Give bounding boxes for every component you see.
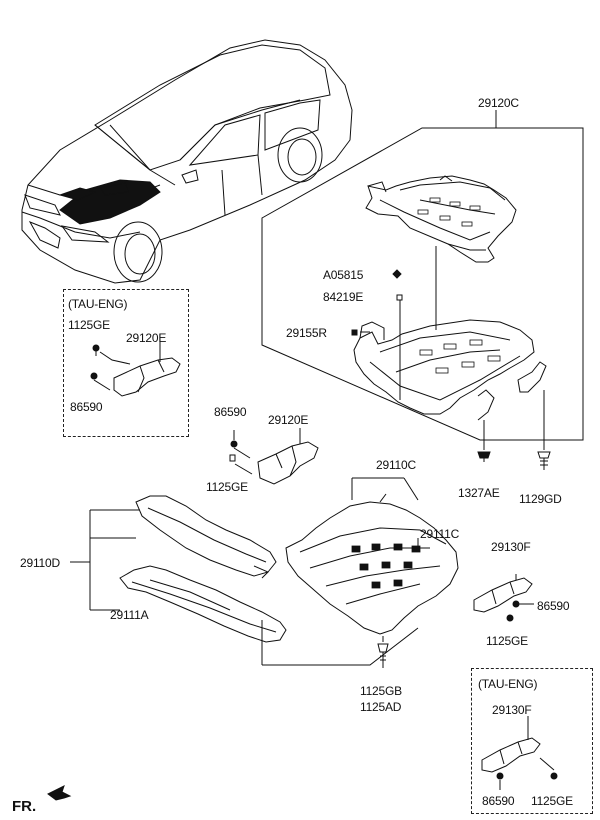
- label-29120E-mid: 29120E: [268, 413, 309, 427]
- part-29130F-tau: [481, 737, 541, 773]
- label-29155R: 29155R: [286, 326, 327, 340]
- part-29130F: [473, 577, 533, 613]
- part-29111A: [119, 565, 287, 643]
- label-29111C: 29111C: [420, 527, 460, 541]
- part-29120C-lower: [353, 319, 547, 421]
- tau-eng-title-lower: (TAU-ENG): [478, 677, 538, 691]
- label-A05815: A05815: [323, 268, 364, 282]
- label-86590-mid: 86590: [214, 405, 247, 419]
- label-86590-tau: 86590: [70, 400, 103, 414]
- label-29111A: 29111A: [110, 608, 149, 622]
- tau-eng-box-upper: [63, 289, 189, 437]
- label-1129GD: 1129GD: [519, 492, 562, 506]
- part-29110D: [135, 495, 277, 579]
- label-29110D: 29110D: [20, 556, 60, 570]
- part-29110C: [285, 493, 459, 635]
- part-29120C-upper: [365, 175, 517, 263]
- label-1125GB: 1125GB: [360, 684, 402, 698]
- label-29120E-tau: 29120E: [126, 331, 167, 345]
- label-29110C: 29110C: [376, 458, 416, 472]
- label-86590-right: 86590: [537, 599, 570, 613]
- part-29120E: [257, 441, 319, 485]
- label-1125AD: 1125AD: [360, 700, 402, 714]
- tau-eng-title-upper: (TAU-ENG): [68, 297, 128, 311]
- label-1125GE-mid: 1125GE: [206, 480, 248, 494]
- part-29120E-tau: [113, 357, 181, 397]
- label-1327AE: 1327AE: [458, 486, 500, 500]
- front-direction-label: FR.: [12, 798, 37, 815]
- tau-eng-box-lower: [471, 668, 593, 814]
- label-29130F: 29130F: [491, 540, 531, 554]
- car-illustration: [21, 39, 353, 284]
- label-1125GE-right: 1125GE: [486, 634, 528, 648]
- label-1125GE-tau: 1125GE: [68, 318, 110, 332]
- label-1125GE-tau2: 1125GE: [531, 794, 573, 808]
- label-84219E: 84219E: [323, 290, 364, 304]
- label-86590-tau2: 86590: [482, 794, 515, 808]
- label-29130F-tau: 29130F: [492, 703, 532, 717]
- label-29120C: 29120C: [478, 96, 519, 110]
